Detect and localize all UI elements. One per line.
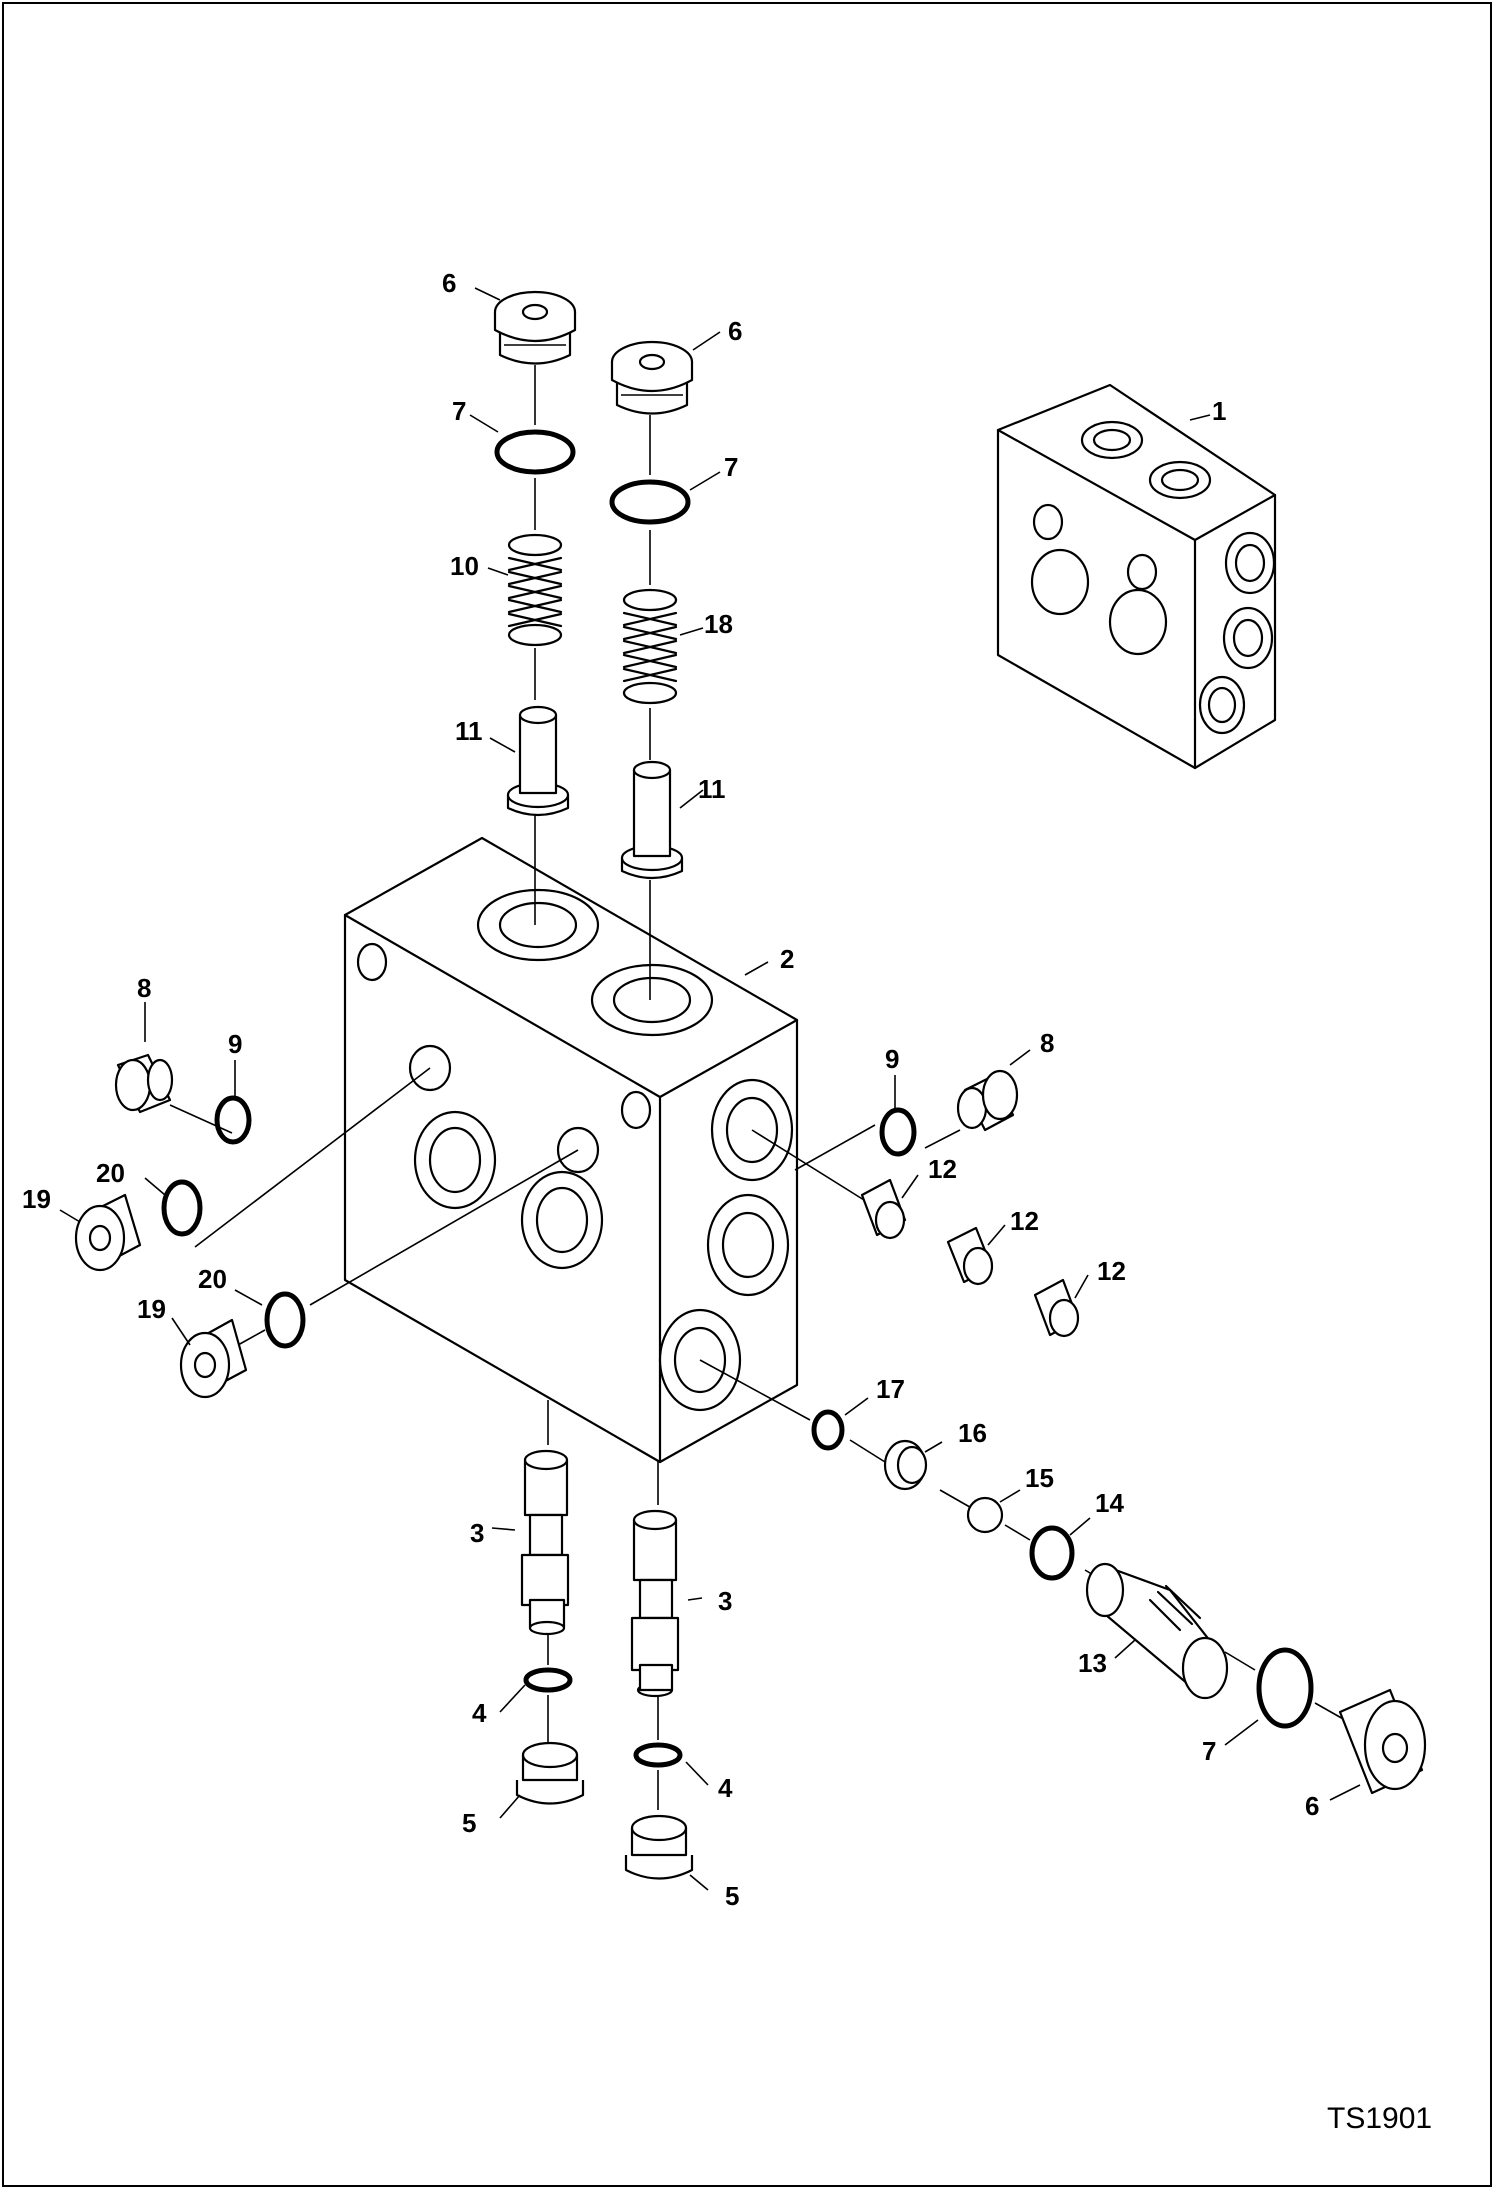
callout-7-right: 7 xyxy=(1202,1736,1216,1766)
callout-5-left: 5 xyxy=(462,1808,476,1838)
plug-5-mid xyxy=(624,1814,694,1880)
callout-2: 2 xyxy=(780,944,794,974)
callout-12-a: 12 xyxy=(928,1154,957,1184)
callout-6-right: 6 xyxy=(1305,1791,1319,1821)
o-ring-7-left xyxy=(494,429,576,475)
callout-8-left: 8 xyxy=(137,973,151,1003)
o-ring-17 xyxy=(811,1409,845,1451)
callout-4-mid: 4 xyxy=(718,1773,733,1803)
callout-11-left: 11 xyxy=(455,716,483,746)
callout-15: 15 xyxy=(1025,1463,1054,1493)
callout-19-lower: 19 xyxy=(137,1294,166,1324)
callout-17: 17 xyxy=(876,1374,905,1404)
callout-labels: 1 2 3 3 4 4 5 5 6 6 6 7 7 7 8 8 9 9 10 1… xyxy=(22,268,1319,1911)
spool-3-left xyxy=(520,1449,570,1636)
o-ring-7-right xyxy=(1256,1647,1314,1729)
plug-12-a xyxy=(860,1178,907,1240)
plug-6-left xyxy=(493,290,577,365)
plug-6-right xyxy=(1338,1688,1427,1795)
spring-10 xyxy=(507,533,563,647)
callout-20-upper: 20 xyxy=(96,1158,125,1188)
callout-18: 18 xyxy=(704,609,733,639)
plug-16 xyxy=(883,1439,928,1491)
callout-12-b: 12 xyxy=(1010,1206,1039,1236)
callout-1: 1 xyxy=(1212,396,1226,426)
callout-6-mid: 6 xyxy=(728,316,742,346)
callout-11-mid: 11 xyxy=(698,774,726,804)
leader-lines xyxy=(59,287,1361,1891)
piston-11-left xyxy=(506,705,570,817)
plug-8-right xyxy=(956,1069,1019,1132)
callout-7-left: 7 xyxy=(452,396,466,426)
callout-7-mid: 7 xyxy=(724,452,738,482)
o-ring-4-mid xyxy=(633,1742,683,1768)
plug-12-c xyxy=(1033,1278,1080,1338)
piston-11-mid xyxy=(620,760,684,880)
valve-block-assembly xyxy=(996,383,1277,770)
ball-15 xyxy=(966,1496,1004,1534)
callout-9-left: 9 xyxy=(228,1029,242,1059)
cartridge-13 xyxy=(1085,1562,1229,1700)
plug-19-lower xyxy=(179,1318,248,1399)
o-ring-20-lower xyxy=(264,1291,306,1349)
o-ring-9-right xyxy=(879,1107,917,1157)
callout-9-right: 9 xyxy=(885,1044,899,1074)
o-ring-9-left xyxy=(214,1095,252,1145)
plug-5-left xyxy=(515,1741,585,1805)
callout-14: 14 xyxy=(1095,1488,1124,1518)
spring-18 xyxy=(622,588,678,705)
o-ring-7-mid xyxy=(609,479,691,525)
callout-19-upper: 19 xyxy=(22,1184,51,1214)
plug-19-upper xyxy=(74,1193,142,1272)
spool-3-mid xyxy=(630,1509,680,1698)
callout-3-mid: 3 xyxy=(718,1586,732,1616)
callout-6-left: 6 xyxy=(442,268,456,298)
o-ring-20-upper xyxy=(161,1179,203,1237)
callout-5-mid: 5 xyxy=(725,1881,739,1911)
plug-12-b xyxy=(946,1226,994,1286)
callout-20-lower: 20 xyxy=(198,1264,227,1294)
callout-3-left: 3 xyxy=(470,1518,484,1548)
callout-16: 16 xyxy=(958,1418,987,1448)
o-ring-4-left xyxy=(523,1667,573,1693)
callout-10: 10 xyxy=(450,551,479,581)
callout-13: 13 xyxy=(1078,1648,1107,1678)
valve-body xyxy=(343,836,799,1464)
callout-8-right: 8 xyxy=(1040,1028,1054,1058)
callout-4-left: 4 xyxy=(472,1698,487,1728)
plug-6-mid xyxy=(610,340,694,415)
o-ring-14 xyxy=(1029,1525,1075,1581)
plug-8-left xyxy=(114,1053,174,1114)
figure-id: TS1901 xyxy=(1327,2102,1432,2135)
callout-12-c: 12 xyxy=(1097,1256,1126,1286)
